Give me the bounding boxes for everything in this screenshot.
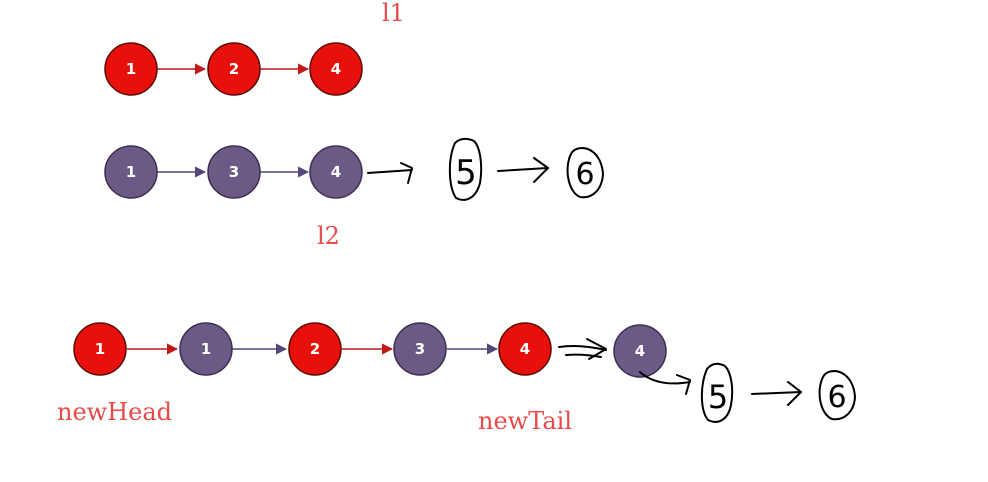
merged-handwritten-node-5: 5 bbox=[700, 362, 734, 423]
list1-label: l1 bbox=[382, 0, 405, 27]
merged-node-2: 1 bbox=[179, 322, 233, 376]
merged-node-4: 3 bbox=[393, 322, 447, 376]
list2-handwritten-arrow-2 bbox=[497, 157, 549, 183]
svg-text:6: 6 bbox=[575, 157, 594, 192]
list1-node-3: 4 bbox=[309, 42, 363, 96]
merged-handwritten-arrow-1 bbox=[558, 338, 607, 360]
merged-node-3: 2 bbox=[288, 322, 342, 376]
svg-text:2: 2 bbox=[229, 60, 239, 78]
svg-text:4: 4 bbox=[331, 60, 341, 78]
svg-text:6: 6 bbox=[827, 380, 846, 415]
list2-handwritten-node-6: 6 bbox=[566, 147, 604, 199]
svg-text:5: 5 bbox=[708, 378, 728, 416]
svg-text:3: 3 bbox=[229, 163, 239, 181]
merged-handwritten-arrow-2 bbox=[639, 371, 691, 395]
list1-node-1: 1 bbox=[104, 42, 158, 96]
merged-appended-node: 4 bbox=[613, 324, 667, 378]
merged-node-5: 4 bbox=[498, 322, 552, 376]
svg-text:3: 3 bbox=[415, 340, 425, 358]
list2-node-2: 3 bbox=[207, 145, 261, 199]
new-tail-label: newTail bbox=[478, 407, 572, 435]
svg-text:4: 4 bbox=[635, 342, 645, 360]
list1-node-2: 2 bbox=[207, 42, 261, 96]
svg-text:4: 4 bbox=[520, 340, 530, 358]
svg-text:1: 1 bbox=[95, 340, 105, 358]
svg-text:2: 2 bbox=[310, 340, 320, 358]
new-head-label: newHead bbox=[57, 398, 172, 426]
svg-text:1: 1 bbox=[126, 60, 136, 78]
merged-handwritten-node-6: 6 bbox=[818, 370, 856, 421]
svg-text:5: 5 bbox=[455, 153, 477, 193]
list2-handwritten-arrow-1 bbox=[367, 162, 413, 184]
list2-node-1: 1 bbox=[104, 145, 158, 199]
svg-text:4: 4 bbox=[331, 163, 341, 181]
merged-node-1: 1 bbox=[73, 322, 127, 376]
list2-label: l2 bbox=[317, 222, 340, 250]
list2-handwritten-node-5: 5 bbox=[448, 137, 483, 201]
list2-node-3: 4 bbox=[309, 145, 363, 199]
merged-handwritten-arrow-3 bbox=[751, 381, 802, 406]
svg-text:1: 1 bbox=[201, 340, 211, 358]
svg-text:1: 1 bbox=[126, 163, 136, 181]
